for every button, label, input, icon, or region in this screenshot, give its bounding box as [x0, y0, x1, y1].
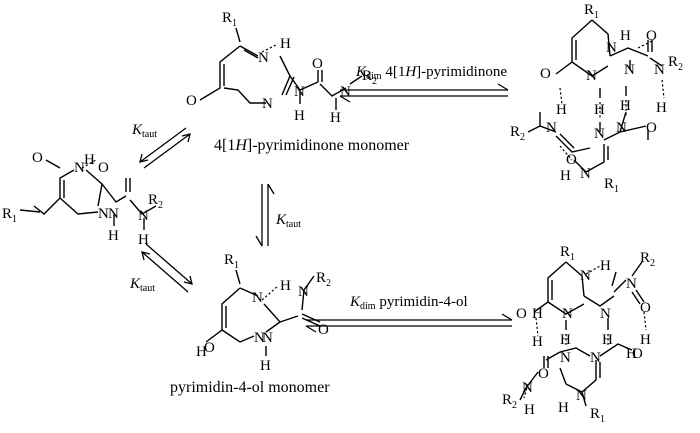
equilibrium-arrow-taut-bottom-left [141, 243, 193, 293]
pyrimidinone-dimer-n3-bottom: N [616, 120, 627, 136]
pyrimidinone-dimer-r1-bottom: R1 [604, 176, 619, 195]
pyrimidinol-dimer-h-mid2: H [602, 332, 613, 348]
pyrimidinol-monomer-r2: R2 [316, 270, 331, 289]
pyrimidinone-dimer-r2-bottom: R2 [510, 124, 525, 143]
pyrimidinone-dimer-n1-top: N [606, 40, 617, 56]
pyrimidinone-dimer-o-top: O [540, 66, 551, 82]
pyrimidinol-dimer-r1-bottom: R1 [590, 406, 605, 425]
pyrimidinol-dimer-n-h-bottom: H [524, 402, 535, 418]
left-monomer-o: O [32, 150, 43, 166]
pyrimidinol-dimer-r2-top: R2 [640, 250, 655, 269]
pyrimidinone-dimer-structure [527, 19, 665, 173]
pyrimidinol-dimer-n-top: N [626, 276, 637, 292]
left-monomer-r2: R2 [148, 192, 163, 211]
pyrimidinone-dimer-h-right: H [656, 100, 667, 116]
equilibrium-arrow-dimerization-pyrimidinone [339, 83, 509, 103]
left-monomer-n3: N [98, 206, 109, 222]
pyrimidinone-monomer-r1: R1 [222, 10, 237, 29]
pyrimidinone-monomer-caption: 4[1H]-pyrimidinone monomer [214, 137, 410, 154]
pyrimidinol-dimer-n3-bottom: N [590, 350, 601, 366]
pyrimidinol-dimer-h-right: H [640, 332, 651, 348]
pyrimidinol-dimer-oh-bottom: O [632, 346, 643, 362]
pyrimidinol-dimer-h-mid: H [560, 332, 571, 348]
pyrimidinol-dimer-o-urea-bottom: O [538, 366, 549, 382]
pyrimidinol-monomer-h: H [280, 278, 291, 294]
pyrimidinol-dimer-oh-h-bottom: H [626, 346, 637, 362]
pyrimidinone-dimer-r2-top: R2 [668, 54, 683, 73]
ktaut-label-vertical: Ktaut [275, 212, 301, 230]
left-monomer-n: N [138, 208, 149, 224]
pyrimidinone-dimer-o-bottom: O [646, 120, 657, 136]
left-monomer-n-h: H [138, 232, 149, 248]
kdim-pyrimidinone-label: Kdim 4[1H]-pyrimidinone [355, 64, 507, 82]
pyrimidinol-dimer-n1-top: N [580, 268, 591, 284]
pyrimidinol-dimer-h-top: H [600, 258, 611, 274]
pyrimidinone-monomer-r2: R2 [362, 68, 377, 87]
pyrimidinone-dimer-o-urea-top: O [646, 28, 657, 44]
left-monomer-nh: N [108, 206, 119, 222]
equilibrium-arrow-dimerization-pyrimidinol [305, 313, 513, 333]
pyrimidinol-dimer-n-bottom: N [522, 380, 533, 396]
pyrimidinone-monomer-h: H [280, 36, 291, 52]
pyrimidinol-dimer-r1-top: R1 [560, 244, 575, 263]
pyrimidinone-dimer-h-mid: H [594, 102, 605, 118]
pyrimidinol-dimer-r2-bottom: R2 [502, 392, 517, 411]
left-monomer-n1: N [74, 160, 85, 176]
pyrimidinol-monomer-r1: R1 [224, 252, 239, 271]
pyrimidinone-monomer-n1: N [258, 50, 269, 66]
pyrimidinone-dimer-h-top: H [620, 28, 631, 44]
pyrimidinone-dimer-n1-bottom: N [580, 166, 591, 182]
pyrimidinol-monomer-nh: N [262, 330, 273, 346]
ktaut-label-top-left: Ktaut [131, 122, 157, 140]
pyrimidinol-dimer-structure [519, 261, 647, 407]
pyrimidinone-monomer-nh: N [294, 84, 305, 100]
pyrimidinol-monomer-oh-h: H [196, 344, 207, 360]
pyrimidinone-monomer-n: N [340, 84, 351, 100]
pyrimidinone-dimer-nh-bottom: N [594, 126, 605, 142]
left-monomer-h: H [84, 152, 95, 168]
pyrimidinone-monomer-o: O [186, 93, 197, 109]
pyrimidinone-monomer-structure [199, 27, 363, 110]
pyrimidinol-monomer-n: N [298, 284, 309, 300]
pyrimidinone-monomer-n-h: H [330, 110, 341, 126]
left-monomer-r1: R1 [2, 206, 17, 225]
pyrimidinone-dimer-n-bottom: N [546, 120, 557, 136]
pyrimidinol-dimer-h-left: H [532, 334, 543, 350]
pyrimidinone-dimer-n3-top: N [586, 68, 597, 84]
pyrimidinone-dimer-r1-top: R1 [584, 2, 599, 21]
pyrimidinol-monomer-nh-h: H [260, 358, 271, 374]
equilibrium-arrow-taut-vertical [255, 183, 275, 247]
pyrimidinol-dimer-nh-top: N [600, 306, 611, 322]
left-monomer-o-urea: O [98, 160, 109, 176]
left-monomer-structure [19, 159, 157, 230]
pyrimidinol-monomer-n3: N [254, 330, 265, 346]
pyrimidinol-dimer-nh-bottom: N [560, 350, 571, 366]
pyrimidinol-monomer-n1: N [252, 290, 263, 306]
pyrimidinone-monomer-o-urea: O [312, 56, 323, 72]
pyrimidinol-dimer-n1-bottom: N [576, 388, 587, 404]
pyrimidinone-dimer-o-urea-bottom: O [566, 152, 577, 168]
pyrimidinone-dimer-h-bottom: H [560, 168, 571, 184]
pyrimidinol-dimer-o-urea-top: O [640, 300, 651, 316]
pyrimidinol-monomer-o: O [318, 322, 329, 338]
pyrimidinone-monomer-nh-h: H [294, 108, 305, 124]
pyrimidinone-dimer-n-top: N [654, 62, 665, 78]
pyrimidinol-monomer-structure [205, 269, 321, 356]
left-monomer-nh-h: H [108, 228, 119, 244]
pyrimidinol-monomer-oh-o: O [204, 340, 215, 356]
pyrimidinol-monomer-caption: pyrimidin-4-ol monomer [170, 379, 330, 396]
pyrimidinol-dimer-oh-h-top: H [532, 306, 543, 322]
pyrimidinol-dimer-h-bottom: H [558, 400, 569, 416]
pyrimidinone-monomer-n3: N [262, 96, 273, 112]
pyrimidinone-dimer-nh-top: N [624, 62, 635, 78]
pyrimidinol-dimer-o-top: O [516, 306, 527, 322]
kdim-pyrimidinol-label: Kdim pyrimidin-4-ol [349, 294, 468, 312]
pyrimidinol-dimer-n3-top: N [562, 306, 573, 322]
pyrimidinone-dimer-h-mid2: H [620, 98, 631, 114]
pyrimidinone-dimer-h-left: H [556, 102, 567, 118]
ktaut-label-bottom-left: Ktaut [129, 276, 155, 294]
equilibrium-arrow-taut-top-left [139, 127, 191, 169]
